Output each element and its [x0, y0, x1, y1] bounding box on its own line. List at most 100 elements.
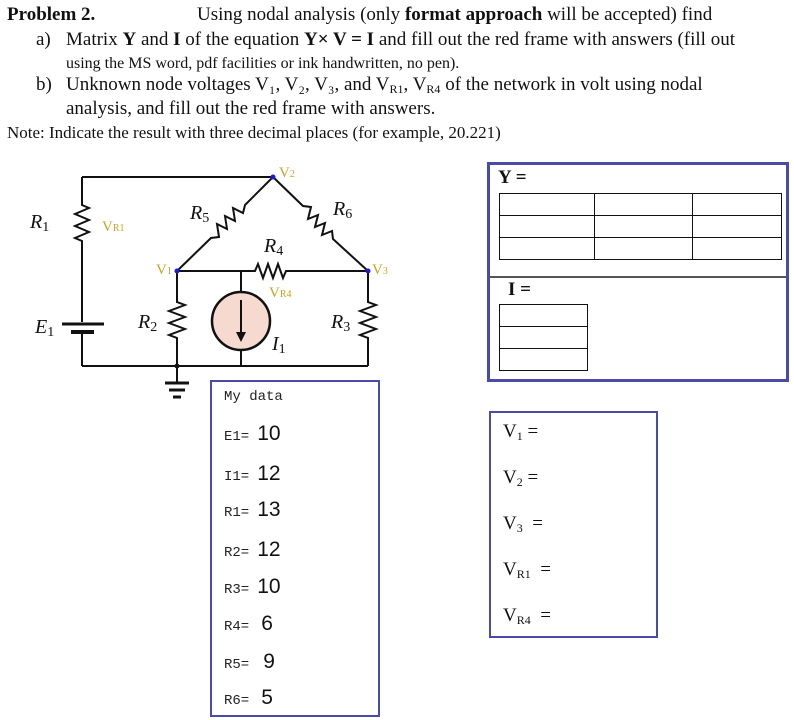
resistor-r4-icon — [177, 261, 368, 281]
data-value: 12 — [257, 538, 281, 561]
matrix-i-ref: I — [173, 29, 181, 50]
sub: 4 — [276, 244, 284, 259]
y-cell-2-1[interactable] — [499, 215, 595, 238]
data-row-r5: R5= 9 — [224, 650, 275, 674]
resistor-r6-icon — [272, 176, 369, 272]
i-vector-table — [499, 304, 588, 371]
y-cell-1-3[interactable] — [692, 193, 782, 216]
sub: 3 — [382, 266, 388, 277]
text: R — [190, 202, 203, 224]
resistor-r2-icon — [166, 271, 188, 366]
sub: 1 — [47, 325, 55, 340]
y-cell-1-1[interactable] — [499, 193, 595, 216]
label-v2: V2 — [279, 165, 295, 182]
matrix-y-ref: Y — [122, 29, 137, 50]
node-v2-dot — [270, 174, 276, 180]
text: V — [503, 467, 517, 488]
y-cell-2-3[interactable] — [692, 215, 782, 238]
text: V — [372, 262, 383, 278]
note-text: Note: Indicate the result with three dec… — [7, 123, 501, 142]
i-cell-2[interactable] — [499, 326, 588, 349]
sub: 2 — [289, 169, 295, 180]
text: V — [503, 559, 517, 580]
data-row-r4: R4=6 — [224, 612, 273, 636]
label-vr1: VR1 — [102, 219, 125, 236]
data-row-r3: R3=10 — [224, 575, 281, 599]
data-label: R5= — [224, 657, 250, 673]
i-cell-3[interactable] — [499, 348, 588, 371]
answer-vr1[interactable]: VR1 = — [503, 559, 551, 582]
text: of the network in volt using nodal — [440, 74, 703, 95]
label-v1: V1 — [156, 262, 172, 279]
sub: 2 — [150, 320, 158, 335]
voltage-answer-frame: V1 = V2 = V3 = VR1 = VR4 = — [489, 411, 658, 638]
y-cell-3-2[interactable] — [594, 237, 693, 260]
text: and — [136, 29, 174, 50]
data-label: R4= — [224, 619, 250, 635]
sub: 6 — [345, 207, 353, 222]
sub: 3 — [516, 521, 523, 535]
sub: 1 — [42, 220, 50, 235]
label-r5: R5 — [190, 202, 209, 227]
sub: R4 — [279, 289, 292, 300]
node-v3-dot — [365, 268, 371, 274]
sub: 1 — [278, 342, 286, 357]
text: = — [530, 559, 551, 580]
text: = — [522, 513, 543, 534]
answer-vr4[interactable]: VR4 = — [503, 605, 551, 628]
item-b-line1: Unknown node voltages V₁, V₂, V₃, and V R… — [66, 74, 703, 100]
label-r6: R6 — [333, 198, 352, 223]
answer-v1[interactable]: V1 = — [503, 421, 538, 444]
y-cell-3-1[interactable] — [499, 237, 595, 260]
y-matrix-table — [499, 193, 782, 260]
i-cell-1[interactable] — [499, 304, 588, 327]
text: V — [269, 285, 280, 301]
data-label: R3= — [224, 582, 250, 598]
text: Matrix — [66, 29, 123, 50]
text: V — [156, 262, 167, 278]
text: R — [138, 311, 151, 333]
data-label: E1= — [224, 429, 250, 445]
matrix-answer-frame: Y = I = — [487, 162, 789, 382]
text: Unknown node voltages V₁, V₂, V₃, and V — [66, 74, 390, 95]
sub: R1 — [112, 223, 125, 234]
data-value: 5 — [261, 686, 273, 709]
label-v3: V3 — [372, 262, 388, 279]
my-data-title: My data — [224, 389, 283, 405]
y-cell-3-3[interactable] — [692, 237, 782, 260]
intro-text: Using nodal analysis (only — [197, 4, 405, 25]
y-cell-1-2[interactable] — [594, 193, 693, 216]
label-i1: I1 — [272, 333, 286, 358]
sub: R4 — [426, 82, 441, 96]
my-data-panel: My data E1=10 I1=12 R1=13 R2=12 R3=10 R4… — [210, 380, 380, 717]
text: R — [333, 198, 346, 220]
data-label: R6= — [224, 693, 250, 709]
text: V — [102, 219, 113, 235]
circuit-diagram — [62, 174, 379, 399]
label-vr4: VR4 — [269, 285, 292, 302]
node-v1-dot — [174, 268, 180, 274]
text: R — [264, 235, 277, 257]
item-a-line2: using the MS word, pdf facilities or ink… — [66, 55, 460, 72]
text: V — [279, 165, 290, 181]
y-cell-2-2[interactable] — [594, 215, 693, 238]
data-row-e1: E1=10 — [224, 422, 281, 446]
intro-bold-text: format approach — [404, 4, 543, 25]
label-r3: R3 — [331, 311, 350, 336]
sub: 2 — [516, 475, 523, 489]
answer-v3[interactable]: V3 = — [503, 513, 543, 536]
text: and fill out the red frame with answers … — [374, 29, 735, 50]
item-b-marker: b) — [36, 74, 52, 95]
sub: R1 — [516, 567, 531, 581]
data-row-i1: I1= 12 — [224, 462, 281, 486]
data-value: 9 — [263, 650, 275, 673]
data-label: I1= — [224, 469, 250, 485]
answer-v2[interactable]: V2 = — [503, 467, 538, 490]
equation: Y× V = I — [304, 29, 375, 50]
data-value: 12 — [257, 462, 281, 485]
resistor-r5-icon — [176, 176, 274, 272]
text: R — [30, 211, 43, 233]
label-r2: R2 — [138, 311, 157, 336]
data-label: R1= — [224, 505, 250, 521]
text: V — [503, 605, 517, 626]
